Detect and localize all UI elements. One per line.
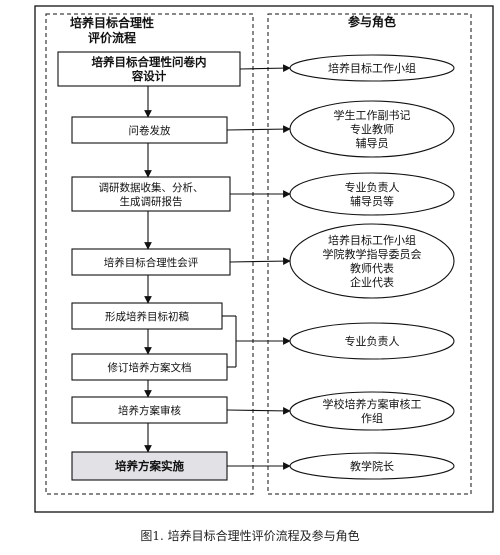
step-label-4: 培养目标合理性会评 (104, 256, 199, 269)
role-label-7: 教学院长 (350, 459, 394, 473)
step-label-8: 培养方案实施 (115, 459, 184, 473)
step-label-3: 调研数据收集、分析、 (99, 181, 204, 194)
step-label-5: 形成培养目标初稿 (105, 310, 189, 323)
role-arrow-2 (226, 125, 291, 133)
role-label-2: 专业教师 (350, 122, 394, 136)
role-label-4: 教师代表 (350, 261, 394, 275)
role-label-6: 作组 (361, 411, 383, 425)
roles-panel-title: 参与角色 (348, 14, 396, 29)
roles-panel (267, 13, 472, 495)
role-label-6: 学校培养方案审核工 (323, 397, 422, 411)
step-box-4 (71, 248, 231, 276)
step-label-6: 修订培养方案文档 (108, 361, 192, 374)
role-label-4: 培养目标工作小组 (328, 233, 416, 247)
step-label-1: 培养目标合理性问卷内 (92, 55, 207, 69)
step-box-6 (71, 353, 228, 381)
step-label-7: 培养方案审核 (118, 404, 181, 417)
figure-caption: 图1. 培养目标合理性评价流程及参与角色 (140, 529, 360, 543)
step-box-3 (71, 176, 231, 212)
role-label-3: 专业负责人 (345, 180, 400, 194)
role-label-4: 企业代表 (350, 275, 394, 289)
role-label-4: 学院教学指导委员会 (323, 247, 422, 261)
step-label-1: 容设计 (131, 69, 167, 83)
flow-panel (45, 13, 254, 495)
role-label-3: 辅导员等 (350, 194, 394, 208)
step-box-5 (71, 302, 223, 330)
role-label-5: 专业负责人 (345, 334, 400, 348)
role-arrow-1 (239, 64, 291, 72)
role-arrow-5 (226, 407, 291, 415)
step-label-2: 问卷发放 (129, 124, 171, 137)
role-label-1: 培养目标工作小组 (328, 61, 416, 75)
role-label-2: 辅导员 (356, 136, 389, 150)
step-box-2 (71, 116, 228, 144)
step-label-3: 生成调研报告 (120, 195, 183, 208)
role-arrow-4 (229, 257, 291, 265)
flow-panel-title: 评价流程 (88, 30, 136, 45)
outer-frame (34, 5, 494, 513)
step-box-1 (57, 51, 241, 87)
step-box-7 (71, 396, 228, 424)
role-label-2: 学生工作副书记 (334, 108, 411, 122)
flow-panel-title: 培养目标合理性 (70, 15, 154, 30)
